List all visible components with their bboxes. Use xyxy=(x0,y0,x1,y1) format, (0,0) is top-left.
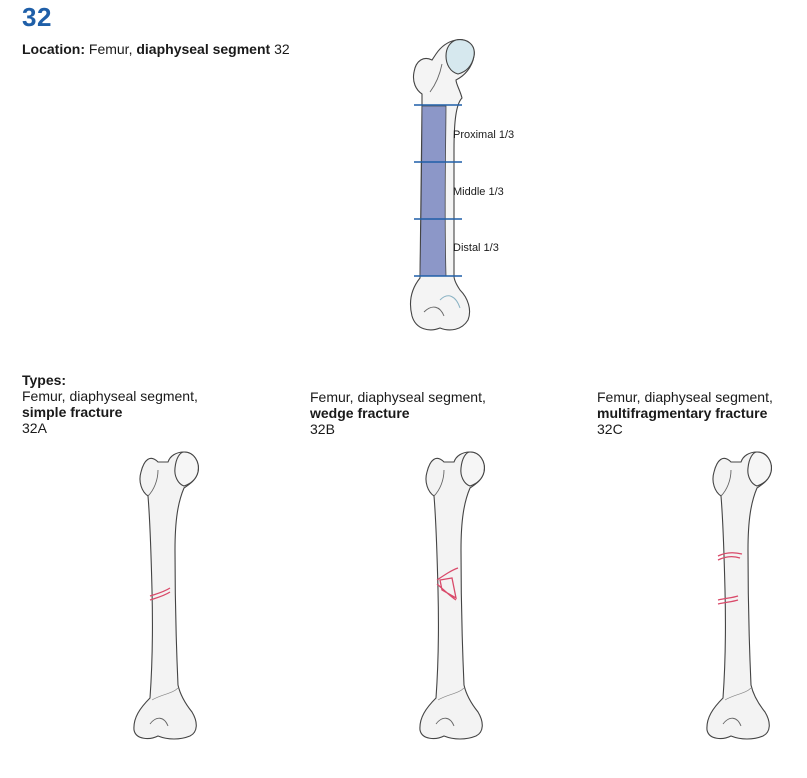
type-code: 32B xyxy=(310,421,335,437)
type-name: simple fracture xyxy=(22,404,123,420)
femur-32c xyxy=(706,451,772,740)
femur-32a xyxy=(133,451,199,740)
location-code: 32 xyxy=(274,41,290,57)
fracture-line xyxy=(149,587,171,601)
type-block-32b: Femur, diaphyseal segment, wedge fractur… xyxy=(310,389,486,437)
zone-label-middle: Middle 1/3 xyxy=(453,186,504,198)
type-description: Femur, diaphyseal segment, xyxy=(22,388,198,404)
highlighted-shaft xyxy=(419,105,447,277)
zone-label-distal: Distal 1/3 xyxy=(453,242,499,254)
fracture-line xyxy=(717,552,743,561)
location-segment: diaphyseal segment xyxy=(136,41,271,57)
type-name: wedge fracture xyxy=(310,405,410,421)
zone-label-proximal: Proximal 1/3 xyxy=(453,129,514,141)
type-block-32c: Femur, diaphyseal segment, multifragment… xyxy=(597,389,773,437)
types-heading: Types: xyxy=(22,372,67,388)
location-label: Location: xyxy=(22,41,85,57)
type-name: multifragmentary fracture xyxy=(597,405,768,421)
femur-32b xyxy=(419,451,485,740)
location-line: Location: Femur, diaphyseal segment 32 xyxy=(22,41,290,57)
fracture-line xyxy=(717,595,739,605)
type-description: Femur, diaphyseal segment, xyxy=(310,389,486,405)
type-code: 32A xyxy=(22,420,47,436)
type-block-32a: Types: Femur, diaphyseal segment, simple… xyxy=(22,372,198,436)
type-description: Femur, diaphyseal segment, xyxy=(597,389,773,405)
segment-number: 32 xyxy=(22,2,52,32)
location-bone: Femur, xyxy=(88,41,133,57)
fracture-wedge xyxy=(436,567,459,601)
type-code: 32C xyxy=(597,421,623,437)
femoral-head xyxy=(445,39,475,75)
location-femur: Proximal 1/3 Middle 1/3 Distal 1/3 xyxy=(409,39,514,331)
